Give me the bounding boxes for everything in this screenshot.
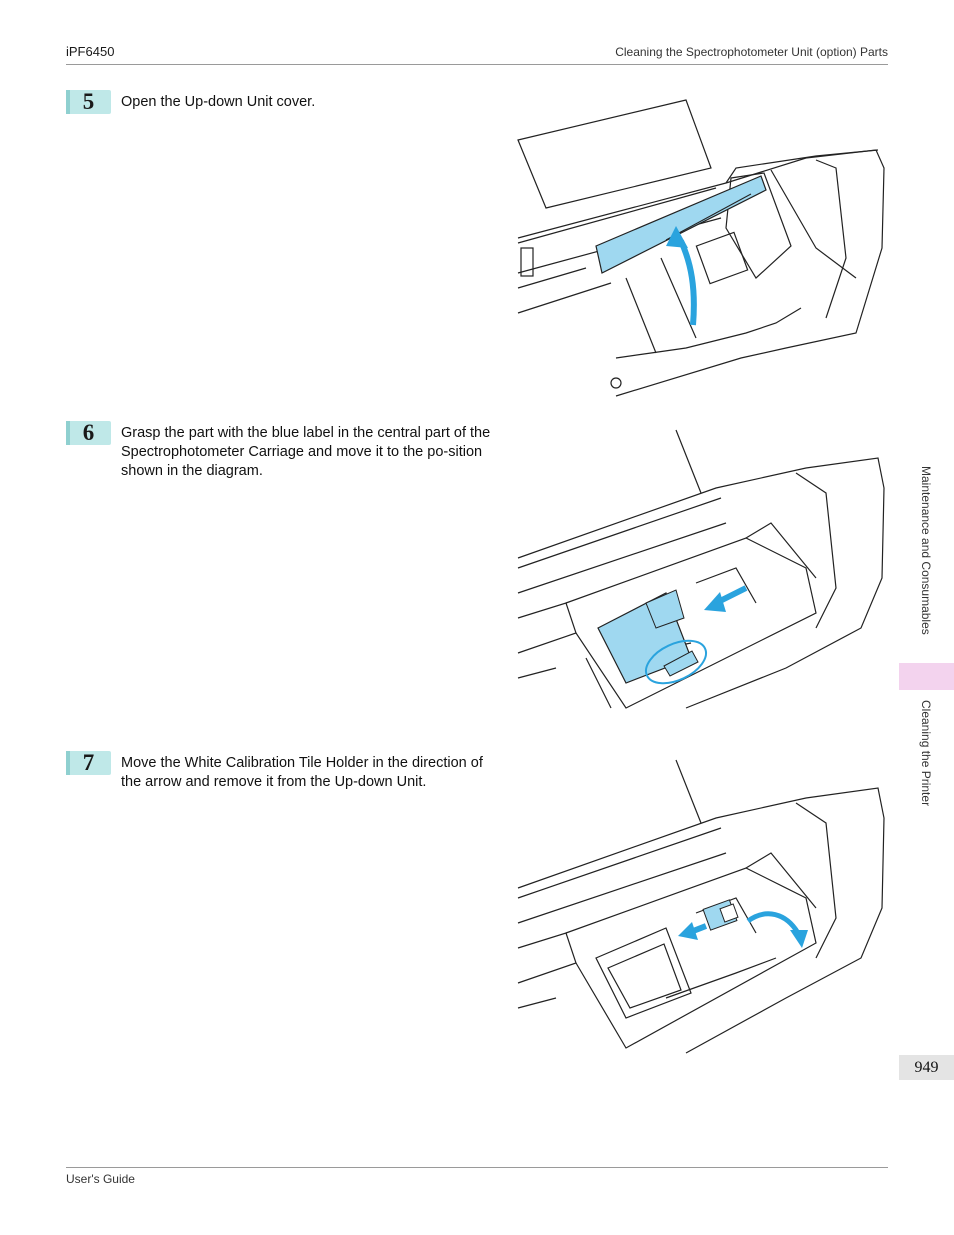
page-number: 949	[899, 1055, 954, 1080]
header-divider	[66, 64, 888, 65]
step-5-text: Open the Up-down Unit cover.	[121, 94, 316, 110]
footer-guide-title: User's Guide	[66, 1172, 135, 1186]
figure-open-updown-cover	[517, 99, 885, 397]
side-tab-chapter[interactable]: Maintenance and Consumables	[919, 466, 933, 635]
step-5-badge: 5	[66, 90, 111, 114]
header-model: iPF6450	[66, 44, 115, 59]
step-7-text: Move the White Calibration Tile Holder i…	[121, 755, 483, 790]
header-section-title: Cleaning the Spectrophotometer Unit (opt…	[615, 45, 888, 59]
step-6-text: Grasp the part with the blue label in th…	[121, 425, 491, 479]
figure-remove-tile-holder	[517, 759, 885, 1054]
side-tab-section[interactable]: Cleaning the Printer	[919, 700, 933, 807]
footer-divider	[66, 1167, 888, 1168]
figure-move-carriage-label	[517, 429, 885, 709]
step-6-badge: 6	[66, 421, 111, 445]
step-7-badge: 7	[66, 751, 111, 775]
side-tab-active-marker	[899, 663, 954, 690]
